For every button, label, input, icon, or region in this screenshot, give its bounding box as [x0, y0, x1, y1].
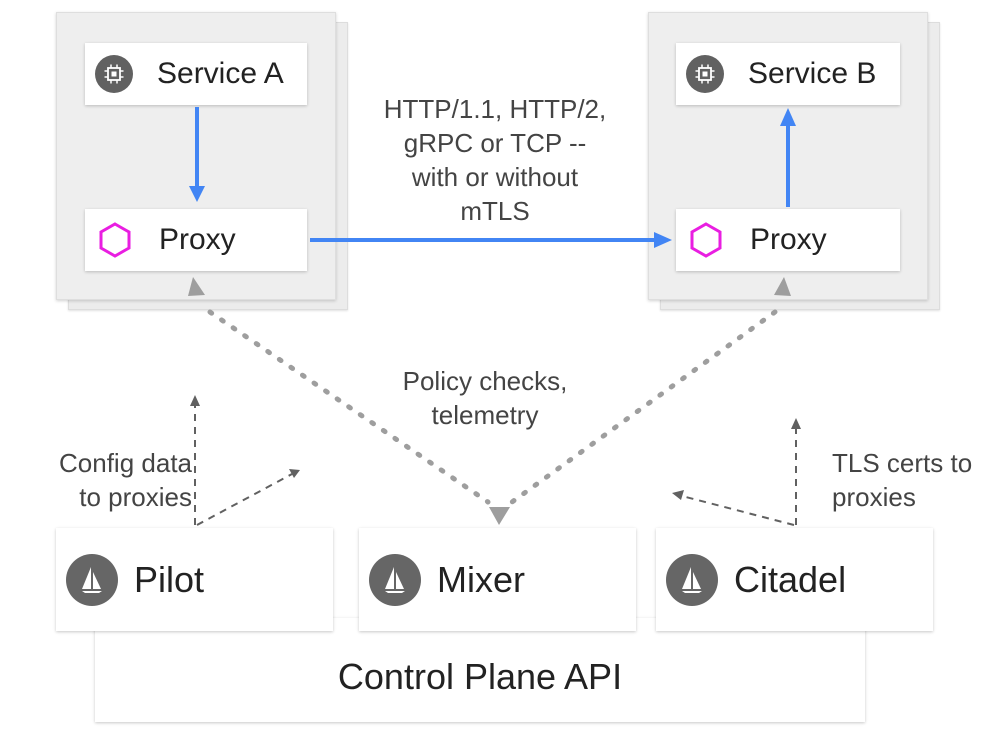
config-note: Config data to proxies: [26, 446, 192, 514]
hexagon-icon: [690, 222, 722, 258]
pilot-config-dashed-arrows: [190, 395, 300, 526]
mixer-card[interactable]: Mixer: [359, 528, 636, 631]
policy-note-line: telemetry: [431, 400, 539, 430]
pilot-card[interactable]: Pilot: [56, 528, 333, 631]
chip-icon: [686, 55, 724, 93]
chip-icon: [95, 55, 133, 93]
mixer-label: Mixer: [437, 558, 525, 600]
traffic-note-line: mTLS: [460, 196, 530, 226]
mixer-to-proxy-b-dotted-arrow: [509, 277, 791, 505]
mixer-to-proxy-a-dotted-arrow: [188, 277, 491, 505]
config-note-line: to proxies: [79, 482, 192, 512]
tls-note-line: TLS certs to: [832, 448, 973, 478]
policy-note: Policy checks, telemetry: [370, 364, 600, 432]
traffic-note-line: with or without: [411, 162, 579, 192]
service-b-card[interactable]: Service B: [676, 43, 900, 105]
pilot-label: Pilot: [134, 558, 205, 600]
proxy-b-card[interactable]: Proxy: [676, 209, 900, 271]
citadel-certs-dashed-arrows: [672, 418, 801, 526]
traffic-note: HTTP/1.1, HTTP/2, gRPC or TCP -- with or…: [350, 92, 640, 228]
service-b-label: Service B: [748, 57, 877, 90]
mixer-incoming-arrowhead: [489, 507, 510, 525]
hexagon-icon: [99, 222, 131, 258]
tls-note: TLS certs to proxies: [832, 446, 998, 514]
traffic-note-line: HTTP/1.1, HTTP/2,: [383, 94, 607, 124]
proxy-a-card[interactable]: Proxy: [85, 209, 307, 271]
citadel-label: Citadel: [734, 558, 847, 600]
istio-sail-icon: [369, 553, 421, 606]
istio-sail-icon: [66, 553, 118, 606]
traffic-note-line: gRPC or TCP --: [403, 128, 587, 158]
config-note-line: Config data: [59, 448, 192, 478]
proxy-b-label: Proxy: [750, 223, 827, 256]
control-plane-api-box[interactable]: Control Plane API: [95, 618, 865, 722]
citadel-card[interactable]: Citadel: [656, 528, 933, 631]
tls-note-line: proxies: [832, 482, 916, 512]
proxy-to-service-b-arrow: [780, 108, 796, 207]
proxy-to-proxy-arrow: [310, 232, 672, 248]
proxy-a-label: Proxy: [159, 223, 236, 256]
service-a-card[interactable]: Service A: [85, 43, 307, 105]
control-plane-api-label: Control Plane API: [337, 656, 623, 697]
istio-sail-icon: [666, 553, 718, 606]
service-a-label: Service A: [157, 57, 284, 90]
service-a-to-proxy-arrow: [189, 107, 205, 202]
policy-note-line: Policy checks,: [402, 366, 568, 396]
